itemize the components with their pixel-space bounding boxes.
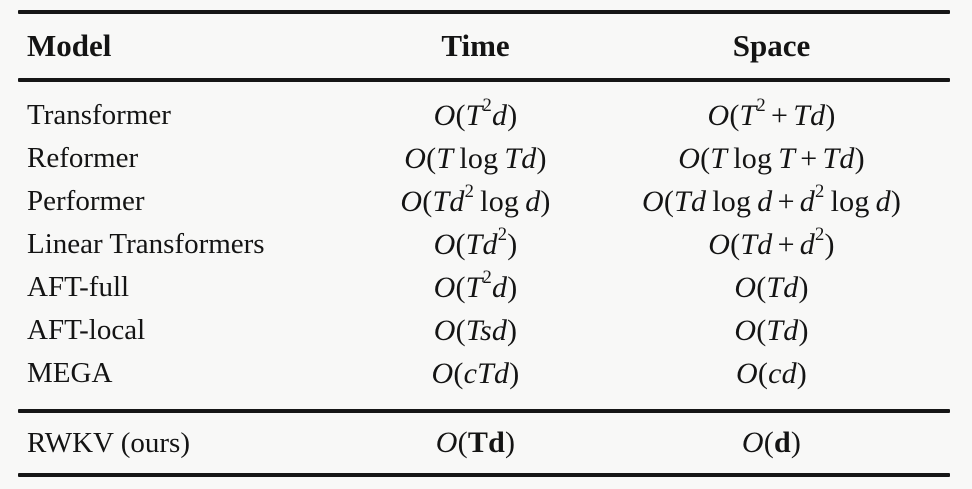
model-name-cell: RWKV (ours) [27,426,190,459]
space-complexity-cell: O(Td) [734,270,809,304]
model-name-cell: Performer [27,185,145,217]
space-complexity-cell: O(Td) [734,313,809,347]
table-header-row: Model Time Space [18,14,950,78]
header-rule [18,78,950,82]
table-body: Transformer O(T2d) O(T2+Td) Reformer O(T… [18,82,950,409]
column-header-model: Model [27,28,112,63]
top-margin [18,0,950,10]
table-row-rwkv: RWKV (ours) O(Td) O(d) [18,413,950,473]
section-rule [18,409,950,413]
space-complexity-cell: O(cd) [736,356,807,390]
table-row-aft-local: AFT-local O(Tsd) O(Td) [18,309,950,352]
model-name-cell: Linear Transformers [27,228,265,260]
column-header-space: Space [732,28,811,63]
bottom-rule [18,473,950,477]
model-name-cell: MEGA [27,357,113,389]
model-name-cell: Reformer [27,142,139,174]
model-name-cell: AFT-full [27,271,130,303]
complexity-table: Model Time Space Transformer O(T2d) O(T2… [18,0,950,477]
table-row-aft-full: AFT-full O(T2d) O(Td) [18,266,950,309]
top-rule [18,10,950,14]
time-complexity-cell: O(Td2) [433,224,518,261]
model-name-cell: AFT-local [27,314,146,346]
model-name-cell: Transformer [27,99,171,131]
table-row-linear-transformers: Linear Transformers O(Td2) O(Td+d2) [18,223,950,266]
space-complexity-cell: O(d) [741,426,802,459]
space-complexity-cell: O(Td+d2) [708,224,835,261]
time-complexity-cell: O(Tsd) [433,313,518,347]
space-complexity-cell: O(T2+Td) [707,95,836,132]
column-header-time: Time [441,28,510,63]
time-complexity-cell: O(Td) [435,426,516,459]
time-complexity-cell: O(T2d) [433,95,518,132]
time-complexity-cell: O(cTd) [431,356,520,390]
time-complexity-cell: O(T2d) [433,267,518,304]
table-row-mega: MEGA O(cTd) O(cd) [18,352,950,395]
table-row-transformer: Transformer O(T2d) O(T2+Td) [18,94,950,137]
